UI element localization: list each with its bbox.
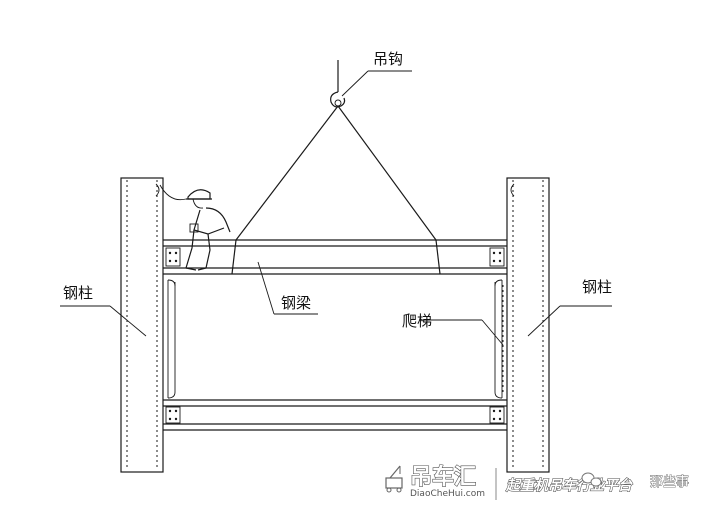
installed-steel-beam — [163, 399, 507, 431]
column-web-lines — [167, 279, 503, 399]
ladder-label: 爬梯 — [402, 312, 432, 330]
hoisted-steel-beam — [163, 239, 507, 275]
hook-label: 吊钩 — [373, 50, 403, 68]
left-column-label: 钢柱 — [63, 284, 93, 302]
watermark-wechat: 那些事 — [650, 475, 689, 490]
watermark-slogan: 起重机吊车行业平台 — [505, 477, 633, 494]
left-steel-column — [120, 177, 164, 473]
worker-figure — [159, 184, 231, 271]
watermark-site: DiaoCheHui.com — [410, 489, 485, 499]
crane-hook — [330, 60, 346, 108]
brand-logo-icon — [385, 465, 403, 493]
watermark-brand: 吊车汇 — [410, 464, 476, 490]
watermark: 吊车汇 DiaoCheHui.com 起重机吊车行业平台 那些事 — [385, 463, 689, 500]
leader-lines — [60, 70, 612, 346]
right-steel-column — [506, 177, 550, 473]
beam-label: 钢梁 — [281, 294, 311, 312]
sling-ropes — [231, 105, 441, 275]
right-column-label: 钢柱 — [582, 278, 612, 296]
wechat-icon — [581, 472, 602, 487]
